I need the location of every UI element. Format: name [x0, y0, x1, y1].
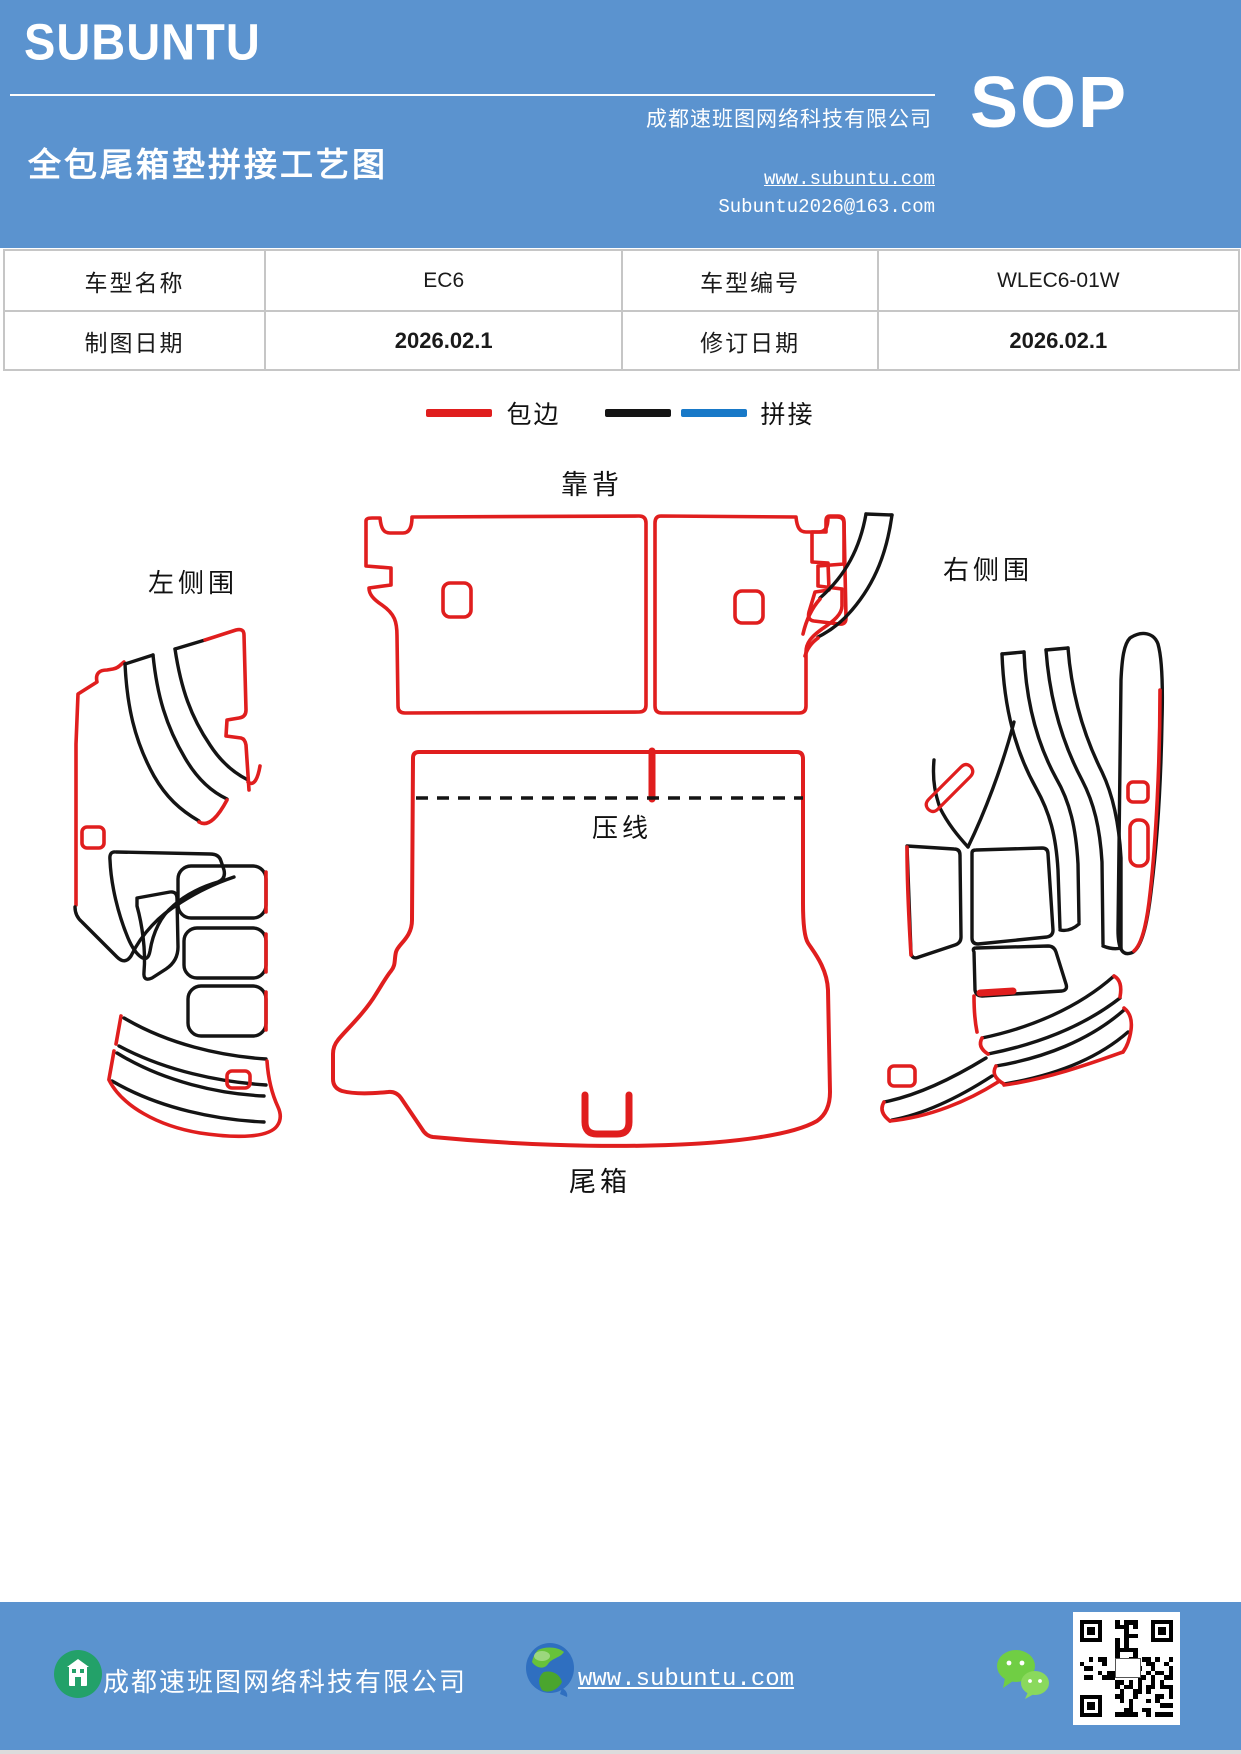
backrest-left-latch-hole [441, 581, 473, 619]
qr-center-logo [1115, 1658, 1141, 1678]
legend-edge-wrap-swatch [426, 409, 493, 417]
table-cell-revise-date-value: 2026.02.1 [876, 310, 1238, 369]
qr-finder-bottom-left [1080, 1695, 1102, 1717]
backrest-piece-right [653, 514, 846, 715]
table-cell-draw-date-label: 制图日期 [5, 310, 264, 369]
label-backrest: 靠背 [561, 470, 623, 500]
right-side-red-slash [924, 762, 975, 814]
label-trunk: 尾箱 [569, 1167, 631, 1197]
header-company-name: 成都速班图网络科技有限公司 [646, 107, 932, 131]
company-building-icon [54, 1650, 102, 1698]
qr-code [1073, 1612, 1180, 1725]
globe-icon [526, 1643, 574, 1697]
table-cell-revise-date-label: 修订日期 [621, 310, 877, 369]
process-diagram: 包边 拼接 靠背 左侧围 右侧围 压线 尾箱 [0, 367, 1241, 1207]
right-side-hole-1 [1126, 780, 1150, 804]
table-cell-model-name-value: EC6 [263, 251, 622, 310]
pattern-pieces-drawing [73, 512, 1165, 1148]
page-title: 全包尾箱垫拼接工艺图 [28, 148, 388, 184]
left-side-group [73, 627, 283, 1139]
right-side-hole-3 [887, 1064, 917, 1088]
qr-finder-top-left [1080, 1620, 1102, 1642]
legend: 包边 拼接 [0, 395, 1241, 431]
footer-banner: 成都速班图网络科技有限公司 www.subuntu.com [0, 1602, 1241, 1754]
header-divider-line [10, 94, 935, 96]
table-cell-model-code-value: WLEC6-01W [876, 251, 1238, 310]
table-cell-draw-date-value: 2026.02.1 [263, 310, 622, 369]
table-cell-model-name-label: 车型名称 [84, 270, 185, 296]
trunk-handle-notch [581, 1091, 633, 1138]
brand-logo: SUBUNTU [24, 13, 261, 71]
wechat-icon [997, 1650, 1049, 1699]
label-press-line: 压线 [591, 813, 652, 843]
header-email: Subuntu2026@163.com [718, 196, 935, 218]
table-cell-model-code-label: 车型编号 [621, 251, 876, 310]
backrest-right-latch-hole [733, 589, 765, 625]
footer-company-name: 成都速班图网络科技有限公司 [103, 1668, 468, 1697]
legend-stitch-black-swatch [604, 409, 671, 417]
legend-edge-wrap-label: 包边 [506, 402, 561, 429]
qr-finder-top-right [1151, 1620, 1173, 1642]
header-banner: SUBUNTU 成都速班图网络科技有限公司 全包尾箱垫拼接工艺图 SOP www… [0, 0, 1241, 248]
trunk-piece [331, 747, 832, 1148]
right-side-hole-2 [1128, 818, 1150, 868]
backrest-piece-left [364, 514, 648, 715]
legend-stitch-label: 拼接 [760, 402, 815, 429]
footer-website-link[interactable]: www.subuntu.com [578, 1666, 795, 1693]
left-side-hole-2 [225, 1069, 252, 1090]
label-left-side: 左侧围 [147, 568, 238, 598]
header-website-link[interactable]: www.subuntu.com [763, 168, 935, 190]
sop-badge: SOP [970, 63, 1129, 143]
label-right-side: 右侧围 [942, 555, 1033, 585]
right-side-group [801, 512, 1165, 1123]
legend-stitch-blue-swatch [680, 409, 747, 417]
left-side-hole-1 [80, 825, 106, 850]
page-bottom-edge [0, 1750, 1241, 1754]
right-side-stitch-mark [976, 987, 1017, 997]
vehicle-info-table: 车型名称 EC6 车型编号 WLEC6-01W 制图日期 2026.02.1 修… [3, 249, 1240, 371]
